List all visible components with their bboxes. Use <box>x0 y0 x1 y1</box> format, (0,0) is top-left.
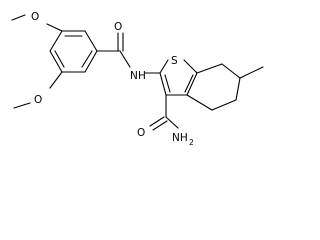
atom-label-o-carboxamide: O <box>137 127 145 139</box>
bond-benzene-inner-3 <box>54 50 65 68</box>
bond-ring-o-bottom <box>49 71 63 89</box>
atom-label-o-methoxy-top: O <box>31 11 39 23</box>
bond-o-bottom-methyl <box>13 102 31 109</box>
bond-thiophene-c2-s <box>159 59 169 74</box>
bond-methyl-o-top <box>11 14 26 21</box>
atom-label-nh2-subscript: 2 <box>189 138 194 147</box>
bond-benzene-5 <box>49 50 63 73</box>
atom-label-n-amide: N <box>130 70 138 82</box>
bond-o-top-ring <box>46 23 63 32</box>
bond-carboxamide-o-1 <box>149 116 165 127</box>
atom-label-s-thiophene: S <box>171 55 178 67</box>
bond-benzene-6 <box>49 30 63 52</box>
bond-cyclohex-5 <box>186 94 213 111</box>
molecule-structure-diagram: O O O N H S O NH 2 <box>11 11 264 147</box>
bond-cyclohex-methyl <box>239 66 264 79</box>
bond-carboxamide-n <box>165 116 179 129</box>
bond-thiophene-c7a-c3a <box>186 72 198 96</box>
bond-cyclohex-2 <box>221 63 241 79</box>
bond-carboxamide-o-2 <box>152 120 168 131</box>
atom-label-nh2-carboxamide: NH <box>172 132 188 144</box>
bond-cyclohex-3 <box>235 77 241 101</box>
atom-label-o-carbonyl: O <box>114 21 122 33</box>
atom-label-h-amide: H <box>138 70 146 82</box>
bond-benzene-3 <box>84 50 98 73</box>
bond-thiophene-inner-1 <box>184 74 194 93</box>
bond-thiophene-s-c7a <box>183 59 198 74</box>
bond-carbonyl-nh <box>119 50 131 68</box>
bond-benzene-inner-2 <box>81 50 93 68</box>
bond-cyclohex-4 <box>211 99 237 111</box>
bond-benzene-2 <box>84 30 98 52</box>
bond-thiophene-c3-c2 <box>159 72 167 96</box>
atom-label-o-methoxy-bottom: O <box>34 94 42 106</box>
molecule-structure-canvas: O O O N H S O NH 2 <box>11 11 264 147</box>
bond-cyclohex-1 <box>196 63 223 74</box>
bond-thiophene-inner-2 <box>164 74 171 93</box>
